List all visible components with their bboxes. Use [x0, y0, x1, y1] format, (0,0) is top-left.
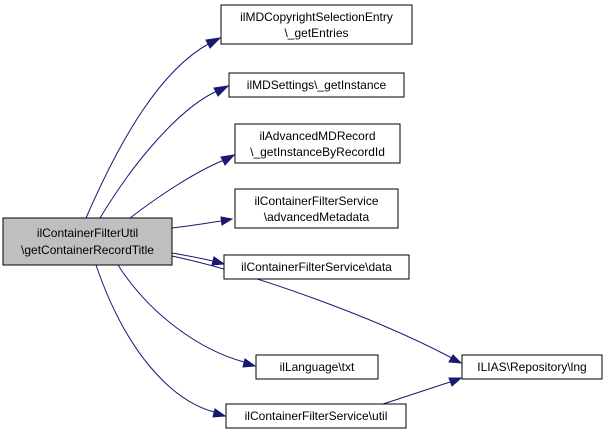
node-repository-lng-line-1: ILIAS\Repository\lng — [477, 360, 586, 374]
node-advanced-md-record-get-instance[interactable]: ilAdvancedMDRecord \_getInstanceByRecord… — [234, 123, 401, 164]
node-filter-service-data-line-1: ilContainerFilterService\data — [241, 260, 392, 274]
edge-root-to-repository-lng — [171, 255, 463, 364]
node-filter-service-util[interactable]: ilContainerFilterService\util — [225, 403, 407, 429]
edge-root-to-copyright-get-entries — [85, 37, 222, 219]
nodes: ilContainerFilterUtil \getContainerRecor… — [2, 4, 603, 429]
node-filter-service-data[interactable]: ilContainerFilterService\data — [223, 254, 410, 280]
edges — [85, 37, 463, 418]
node-copyright-get-entries[interactable]: ilMDCopyrightSelectionEntry \_getEntries — [220, 4, 413, 45]
node-md-settings-get-instance-line-1: ilMDSettings\_getInstance — [247, 78, 387, 92]
node-repository-lng[interactable]: ILIAS\Repository\lng — [461, 354, 603, 380]
edge-root-to-filter-service-advanced-metadata — [171, 216, 234, 229]
edge-root-to-filter-service-util — [95, 264, 227, 418]
edge-root-to-filter-service-data — [171, 252, 226, 266]
node-root-line-2: \getContainerRecordTitle — [21, 243, 154, 257]
node-md-settings-get-instance[interactable]: ilMDSettings\_getInstance — [228, 72, 405, 98]
edge-root-to-language-txt — [117, 264, 257, 368]
node-language-txt-line-1: ilLanguage\txt — [280, 360, 355, 374]
node-filter-service-advanced-metadata-line-1: ilContainerFilterService — [254, 194, 378, 208]
edge-root-to-md-settings-get-instance — [99, 85, 230, 219]
node-language-txt[interactable]: ilLanguage\txt — [255, 354, 379, 380]
node-advanced-md-record-get-instance-line-2: \_getInstanceByRecordId — [250, 145, 385, 159]
node-filter-service-advanced-metadata[interactable]: ilContainerFilterService \advancedMetada… — [234, 188, 399, 229]
node-root-line-1: ilContainerFilterUtil — [37, 226, 138, 240]
node-filter-service-advanced-metadata-line-2: \advancedMetadata — [264, 210, 370, 224]
edge-filter-service-util-to-repository-lng — [379, 377, 463, 406]
node-advanced-md-record-get-instance-line-1: ilAdvancedMDRecord — [259, 129, 375, 143]
node-copyright-get-entries-line-2: \_getEntries — [284, 26, 348, 40]
edge-root-to-advanced-md-record-get-instance — [129, 154, 236, 219]
node-filter-service-util-line-1: ilContainerFilterService\util — [245, 409, 388, 423]
node-root[interactable]: ilContainerFilterUtil \getContainerRecor… — [2, 217, 173, 266]
node-copyright-get-entries-line-1: ilMDCopyrightSelectionEntry — [240, 10, 393, 24]
